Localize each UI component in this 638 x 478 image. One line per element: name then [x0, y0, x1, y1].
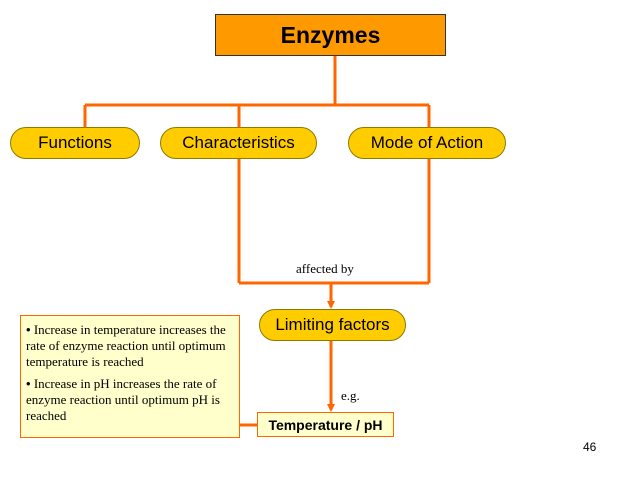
mode-of-action-node: Mode of Action: [348, 127, 506, 159]
bullet-icon: •: [26, 376, 31, 391]
eg-label: e.g.: [341, 388, 360, 403]
temperature-ph-node: Temperature / pH: [257, 412, 394, 437]
affected-by-label: affected by: [296, 261, 354, 276]
bullet-icon: •: [26, 322, 31, 337]
note-text: Increase in temperature increases the ra…: [26, 322, 226, 369]
note-temperature: • Increase in temperature increases the …: [26, 322, 235, 370]
characteristics-node: Characteristics: [160, 127, 317, 159]
notes-box: • Increase in temperature increases the …: [20, 315, 240, 438]
enzymes-title: Enzymes: [215, 14, 446, 56]
functions-node: Functions: [10, 127, 140, 159]
limiting-factors-node: Limiting factors: [259, 309, 406, 341]
page-number: 46: [583, 440, 597, 454]
note-ph: • Increase in pH increases the rate of e…: [26, 376, 235, 424]
note-text: Increase in pH increases the rate of enz…: [26, 376, 220, 423]
